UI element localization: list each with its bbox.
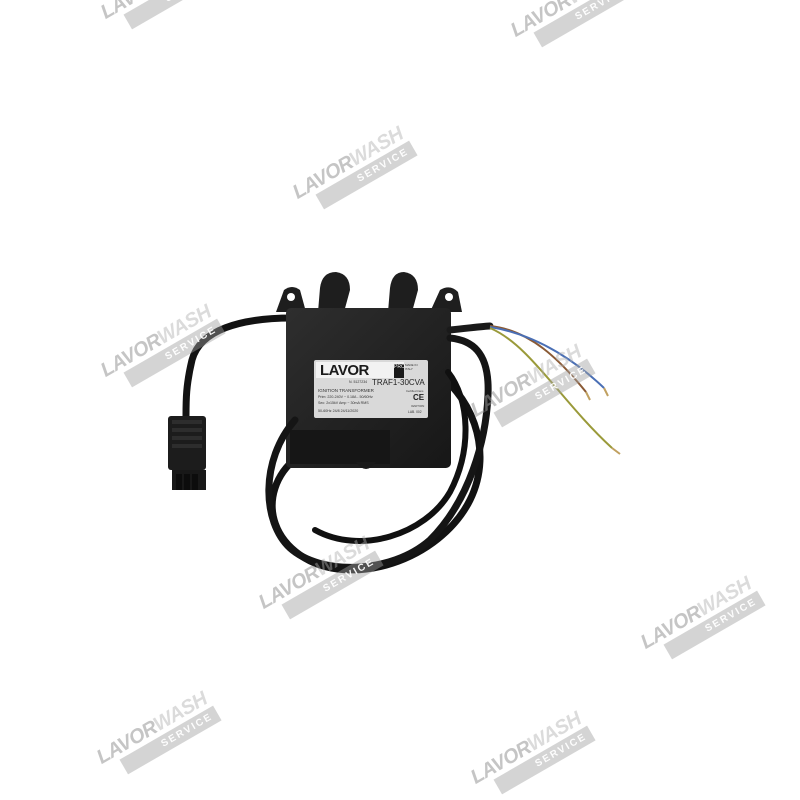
label-lab: LAB. 002 bbox=[408, 410, 422, 414]
label-secondary: Sec: 2x15kV Amp ~ 30mA RMS bbox=[318, 401, 369, 405]
cable-sheath-right bbox=[446, 322, 494, 334]
wire-tips bbox=[585, 387, 621, 455]
label-primary: Prim: 220-240V ~ 0.18A - 50/60Hz bbox=[318, 395, 373, 399]
cable-connector bbox=[168, 416, 206, 490]
label-code-number: N. 5127234 bbox=[349, 380, 368, 384]
label-made-in: MADE IN ITALY bbox=[405, 363, 418, 371]
wire-brown bbox=[489, 325, 587, 393]
label-product-type: IGNITION TRANSFORMER bbox=[318, 388, 374, 393]
cable-loop-front bbox=[265, 334, 492, 571]
label-brand-suffix: PRO bbox=[394, 364, 405, 378]
label-brand: LAVOR bbox=[320, 362, 369, 379]
label-model: TRAF1-30CVA bbox=[372, 378, 425, 387]
label-brand-box: LAVOR PRO bbox=[316, 362, 405, 379]
cable-loop-inner bbox=[312, 369, 469, 544]
cable-to-connector bbox=[182, 314, 296, 420]
mounting-tabs bbox=[276, 272, 462, 312]
label-cert-note: Certified trans bbox=[406, 389, 424, 393]
wire-yellow-green bbox=[489, 327, 613, 449]
label-ignition-note: IGNITION bbox=[411, 404, 425, 408]
housing-lower-step bbox=[290, 430, 390, 464]
product-label: LAVOR PRO MADE IN ITALY N. 5127234 TRAF1… bbox=[314, 360, 428, 418]
ce-mark-icon: CE bbox=[413, 393, 425, 402]
housing-bottom-lug bbox=[356, 462, 376, 469]
wire-blue bbox=[489, 326, 605, 389]
label-frequency-date: 50-60Hz 24/8 24/11/2020 bbox=[318, 409, 359, 413]
